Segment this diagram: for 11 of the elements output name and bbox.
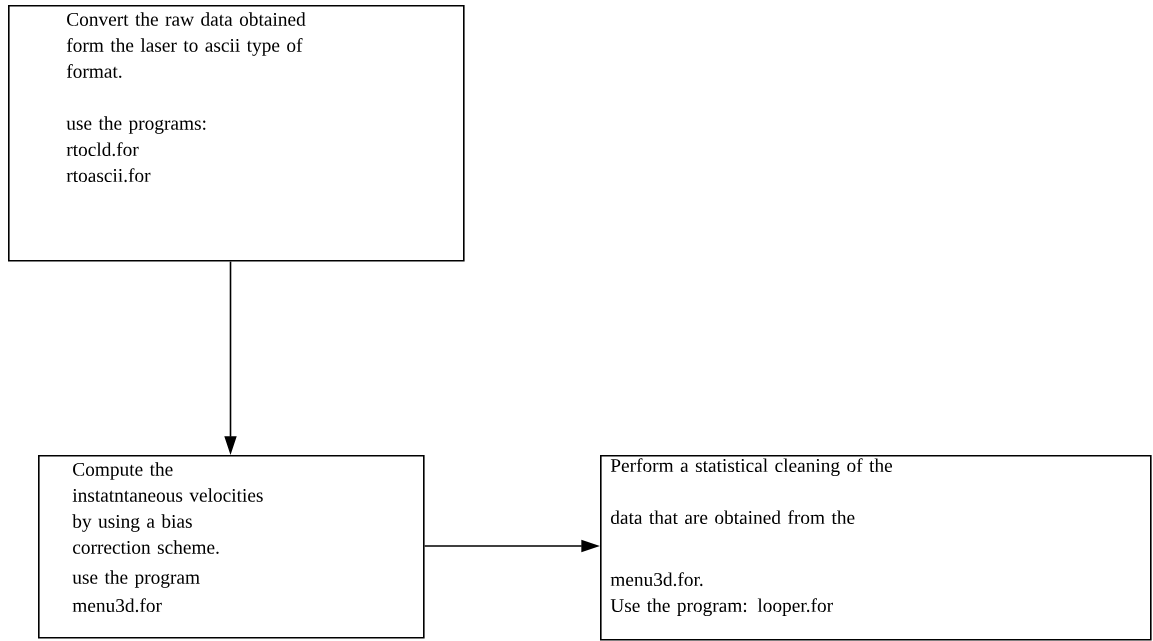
box-text: menu3d.for (72, 598, 162, 613)
box-text: Convert the raw data obtained form the laser to ascii type of format. (66, 12, 306, 78)
box-text: Compute the instatntaneous velocities by using a bias correction scheme. (72, 462, 263, 554)
box-text: use the program (72, 570, 200, 588)
box-text: rtoascii.for (66, 168, 151, 183)
box-text: Use the program: looper.for (610, 598, 833, 617)
box-text: use the programs: (66, 116, 206, 134)
box-text: rtocld.for (66, 142, 139, 157)
box-text: data that are obtained from the (610, 510, 855, 525)
box-text: menu3d.for. (610, 572, 703, 587)
box-text: Perform a statistical cleaning of the (610, 458, 892, 477)
